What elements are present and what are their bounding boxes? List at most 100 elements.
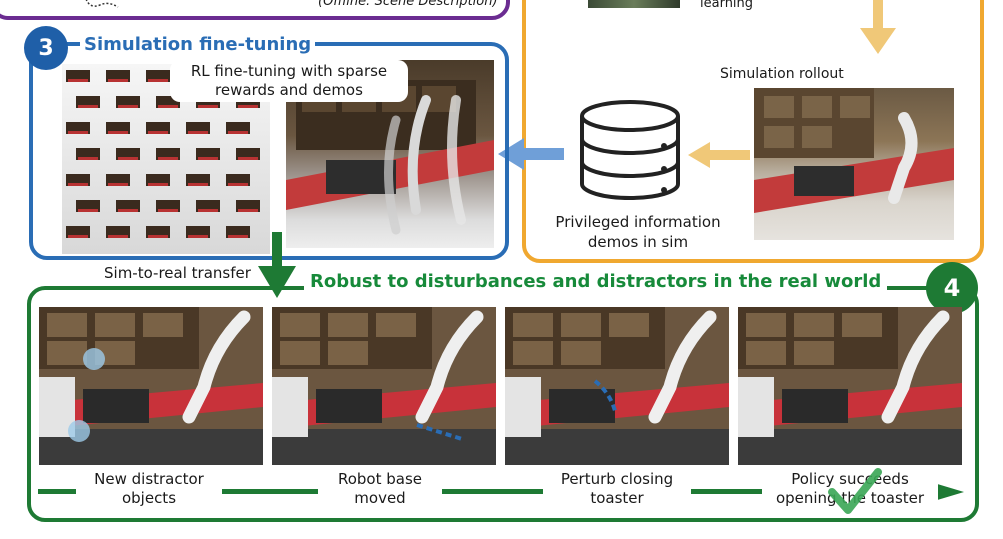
real-photo-distractors	[39, 307, 263, 465]
shelf-cubby	[328, 313, 368, 337]
arrow-left-icon	[686, 140, 752, 170]
robot-arm	[415, 310, 484, 424]
counter-base	[505, 429, 729, 465]
sim-env-counter	[228, 235, 248, 238]
sim-env-counter	[118, 157, 138, 160]
caption-success-line2: opening the toaster	[775, 489, 925, 507]
robot-arm	[881, 310, 950, 424]
shelf-cubby	[95, 313, 135, 337]
shelf-cubby	[47, 313, 87, 337]
caption-base-moved-line1: Robot base	[337, 470, 423, 488]
sim-env-counter	[238, 209, 258, 212]
perturb-arrow	[593, 379, 617, 412]
rl-label-line2: rewards and demos	[215, 81, 363, 99]
section4-title: Robust to disturbances and distractors i…	[304, 271, 888, 292]
sim-env-counter	[158, 209, 178, 212]
caption-distractors: New distractor objects	[76, 470, 222, 508]
database-icon	[578, 98, 682, 202]
arrow-left-blue-icon	[496, 136, 566, 172]
sim-to-real-label: Sim-to-real transfer	[100, 264, 255, 282]
water-dispenser	[272, 377, 308, 437]
sim-env-counter	[148, 235, 168, 238]
rl-label-line1: RL fine-tuning with sparse	[190, 62, 388, 80]
section3-number-badge: 3	[24, 26, 68, 70]
shelf-cubby	[794, 313, 834, 337]
shelf-cubby	[47, 341, 87, 365]
sim-env-counter	[148, 183, 168, 186]
caption-base-moved-line2: moved	[354, 489, 406, 507]
toaster	[316, 389, 382, 423]
caption-perturb-line2: toaster	[590, 489, 644, 507]
section2-panel	[0, 0, 510, 20]
sim-env-counter	[158, 105, 178, 108]
sim-env-counter	[228, 183, 248, 186]
shelf-cubby	[842, 313, 882, 337]
counter-base	[272, 429, 496, 465]
sim-env-counter	[68, 183, 88, 186]
shelf-cubby	[609, 313, 649, 337]
sim-env-counter	[228, 131, 248, 134]
sim-env-counter	[198, 209, 218, 212]
scene-description-caption: (Offline: Scene Description)	[318, 0, 498, 9]
checkmark-icon	[828, 466, 882, 516]
sim-panel	[522, 0, 984, 263]
shelf-cubby	[561, 341, 601, 365]
sim-env-counter	[78, 157, 98, 160]
sim-env-counter	[158, 157, 178, 160]
caption-distractors-line1: New distractor	[94, 470, 204, 488]
sim-env-counter	[148, 79, 168, 82]
distractor-object	[68, 420, 90, 442]
database-label-line2: demos in sim	[587, 233, 689, 251]
arrow-down-green-icon	[256, 232, 298, 300]
shelf-cubby	[513, 313, 553, 337]
shelf-cubby	[280, 313, 320, 337]
toaster	[83, 389, 149, 423]
sim-env-counter	[108, 79, 128, 82]
distractor-object	[83, 348, 105, 370]
database-label-line1: Privileged information	[555, 213, 721, 231]
sim-env-counter	[198, 105, 218, 108]
sim-env-counter	[198, 157, 218, 160]
robot-arm	[648, 310, 717, 424]
shelf-cubby	[280, 341, 320, 365]
base-moved-arrow	[416, 423, 463, 441]
sim-env-counter	[108, 131, 128, 134]
simulation-rollout-label: Simulation rollout	[714, 64, 850, 84]
shelf-cubby	[561, 313, 601, 337]
shelf-cubby	[143, 313, 183, 337]
water-dispenser	[505, 377, 541, 437]
shelf-cubby	[376, 313, 416, 337]
learning-label: learning	[700, 0, 754, 11]
real-photo-base-moved	[272, 307, 496, 465]
sim-env-counter	[118, 105, 138, 108]
sim-env-counter	[188, 131, 208, 134]
shelf-cubby	[794, 341, 834, 365]
sim-env-counter	[238, 105, 258, 108]
sim-env-counter	[238, 157, 258, 160]
section4-number-badge: 4	[926, 262, 978, 314]
sim-env-counter	[148, 131, 168, 134]
timeline-line	[38, 482, 966, 502]
scene-icon	[82, 0, 122, 10]
learning-thumbnail	[588, 0, 680, 8]
toaster	[782, 389, 848, 423]
real-photo-success	[738, 307, 962, 465]
section3-title: Simulation fine-tuning	[80, 34, 316, 55]
caption-perturb: Perturb closing toaster	[543, 470, 691, 508]
sim-env-counter	[78, 105, 98, 108]
rl-finetuning-label: RL fine-tuning with sparse rewards and d…	[170, 60, 408, 102]
shelf-cubby	[746, 341, 786, 365]
shelf-cubby	[513, 341, 553, 365]
toaster	[549, 389, 615, 423]
simulation-rollout-image	[754, 88, 954, 240]
sim-env-counter	[188, 235, 208, 238]
sim-env-counter	[68, 79, 88, 82]
sim-env-counter	[68, 235, 88, 238]
sim-env-counter	[108, 183, 128, 186]
arrow-down-icon	[858, 0, 898, 56]
sim-env-counter	[78, 209, 98, 212]
shelf-cubby	[328, 341, 368, 365]
database-label: Privileged information demos in sim	[548, 212, 728, 252]
sim-env-counter	[68, 131, 88, 134]
caption-perturb-line1: Perturb closing	[560, 470, 674, 488]
